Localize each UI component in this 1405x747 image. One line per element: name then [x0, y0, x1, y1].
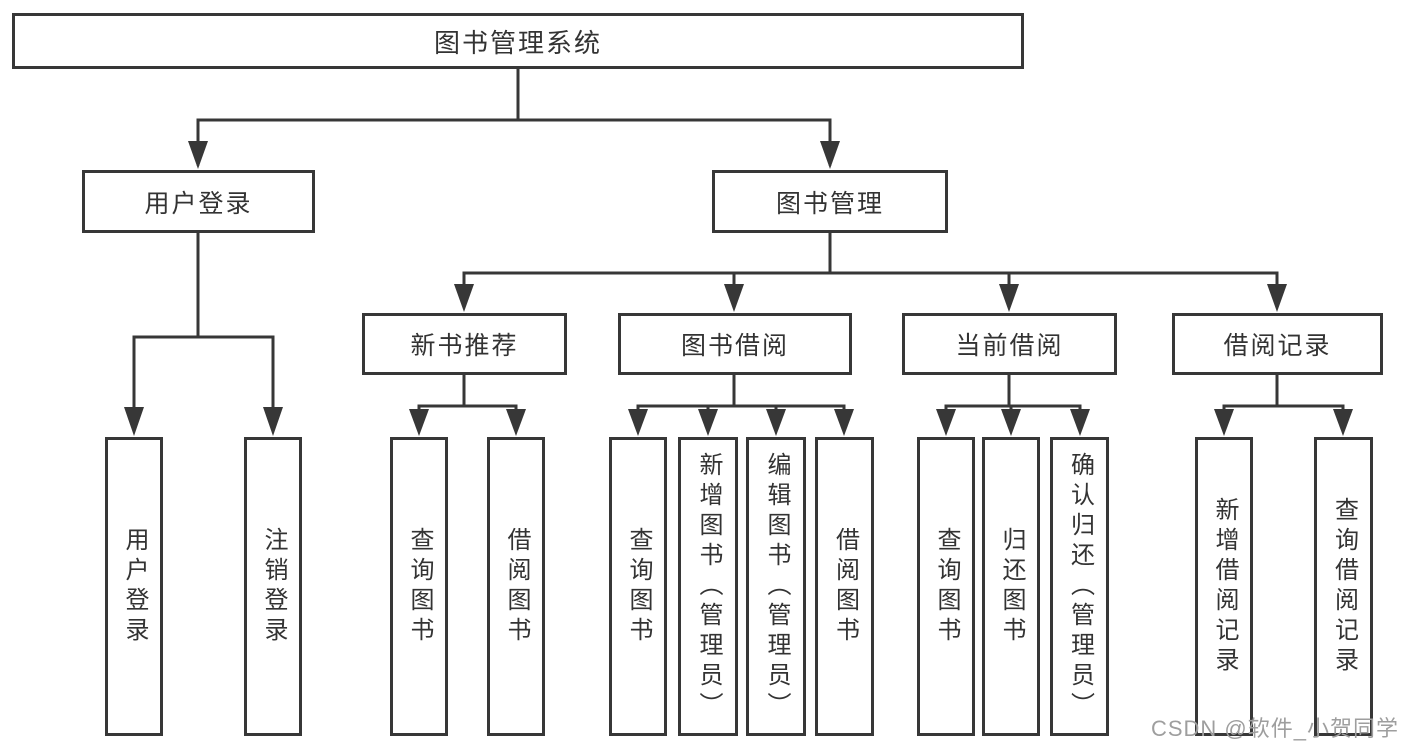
node-book-management: 图书管理 [712, 170, 948, 233]
leaf-query-borrow-record: 查询借阅记录 [1314, 437, 1373, 736]
leaf-return-book-label: 归还图书 [998, 526, 1025, 647]
connector-user-login-to-leaves [124, 231, 283, 436]
connector-borrow-records-to-leaves [1214, 373, 1353, 436]
node-new-book-recommend: 新书推荐 [362, 313, 567, 375]
leaf-query-book-current-label: 查询图书 [933, 526, 960, 647]
node-library-management-system: 图书管理系统 [12, 13, 1024, 69]
leaf-add-borrow-record: 新增借阅记录 [1195, 437, 1253, 736]
leaf-user-login-label: 用户登录 [121, 526, 148, 647]
leaf-edit-book-admin: 编辑图书（管理员） [746, 437, 806, 736]
leaf-borrow-book: 借阅图书 [815, 437, 874, 736]
leaf-borrow-book-recommend-label: 借阅图书 [503, 526, 530, 647]
connector-current-borrow-to-leaves [936, 373, 1090, 436]
csdn-watermark: CSDN @软件_小贺同学 [1150, 716, 1399, 741]
leaf-user-login: 用户登录 [105, 437, 163, 736]
connector-root-to-level2 [188, 67, 840, 169]
leaf-query-book-borrow: 查询图书 [609, 437, 667, 736]
leaf-confirm-return-admin: 确认归还（管理员） [1050, 437, 1109, 736]
node-user-login: 用户登录 [82, 170, 315, 233]
leaf-add-borrow-record-label: 新增借阅记录 [1211, 496, 1238, 677]
connector-book-borrow-to-leaves [628, 373, 854, 436]
leaf-add-book-admin: 新增图书（管理员） [678, 437, 738, 736]
connector-new-book-rec-to-leaves [409, 373, 526, 436]
leaf-logout: 注销登录 [244, 437, 302, 736]
node-borrow-records: 借阅记录 [1172, 313, 1383, 375]
leaf-add-book-admin-label: 新增图书（管理员） [695, 451, 722, 722]
connector-book-mgmt-to-level3 [454, 231, 1287, 312]
leaf-query-borrow-record-label: 查询借阅记录 [1330, 496, 1358, 677]
leaf-query-book-current: 查询图书 [917, 437, 975, 736]
leaf-borrow-book-recommend: 借阅图书 [487, 437, 545, 736]
leaf-confirm-return-admin-label: 确认归还（管理员） [1066, 451, 1094, 722]
leaf-edit-book-admin-label: 编辑图书（管理员） [763, 451, 790, 722]
leaf-query-book-borrow-label: 查询图书 [625, 526, 652, 647]
node-current-borrow: 当前借阅 [902, 313, 1117, 375]
leaf-logout-label: 注销登录 [260, 526, 287, 647]
leaf-borrow-book-label: 借阅图书 [831, 526, 859, 647]
leaf-return-book: 归还图书 [982, 437, 1040, 736]
leaf-query-book-recommend-label: 查询图书 [406, 526, 433, 647]
leaf-query-book-recommend: 查询图书 [390, 437, 448, 736]
node-book-borrow: 图书借阅 [618, 313, 852, 375]
